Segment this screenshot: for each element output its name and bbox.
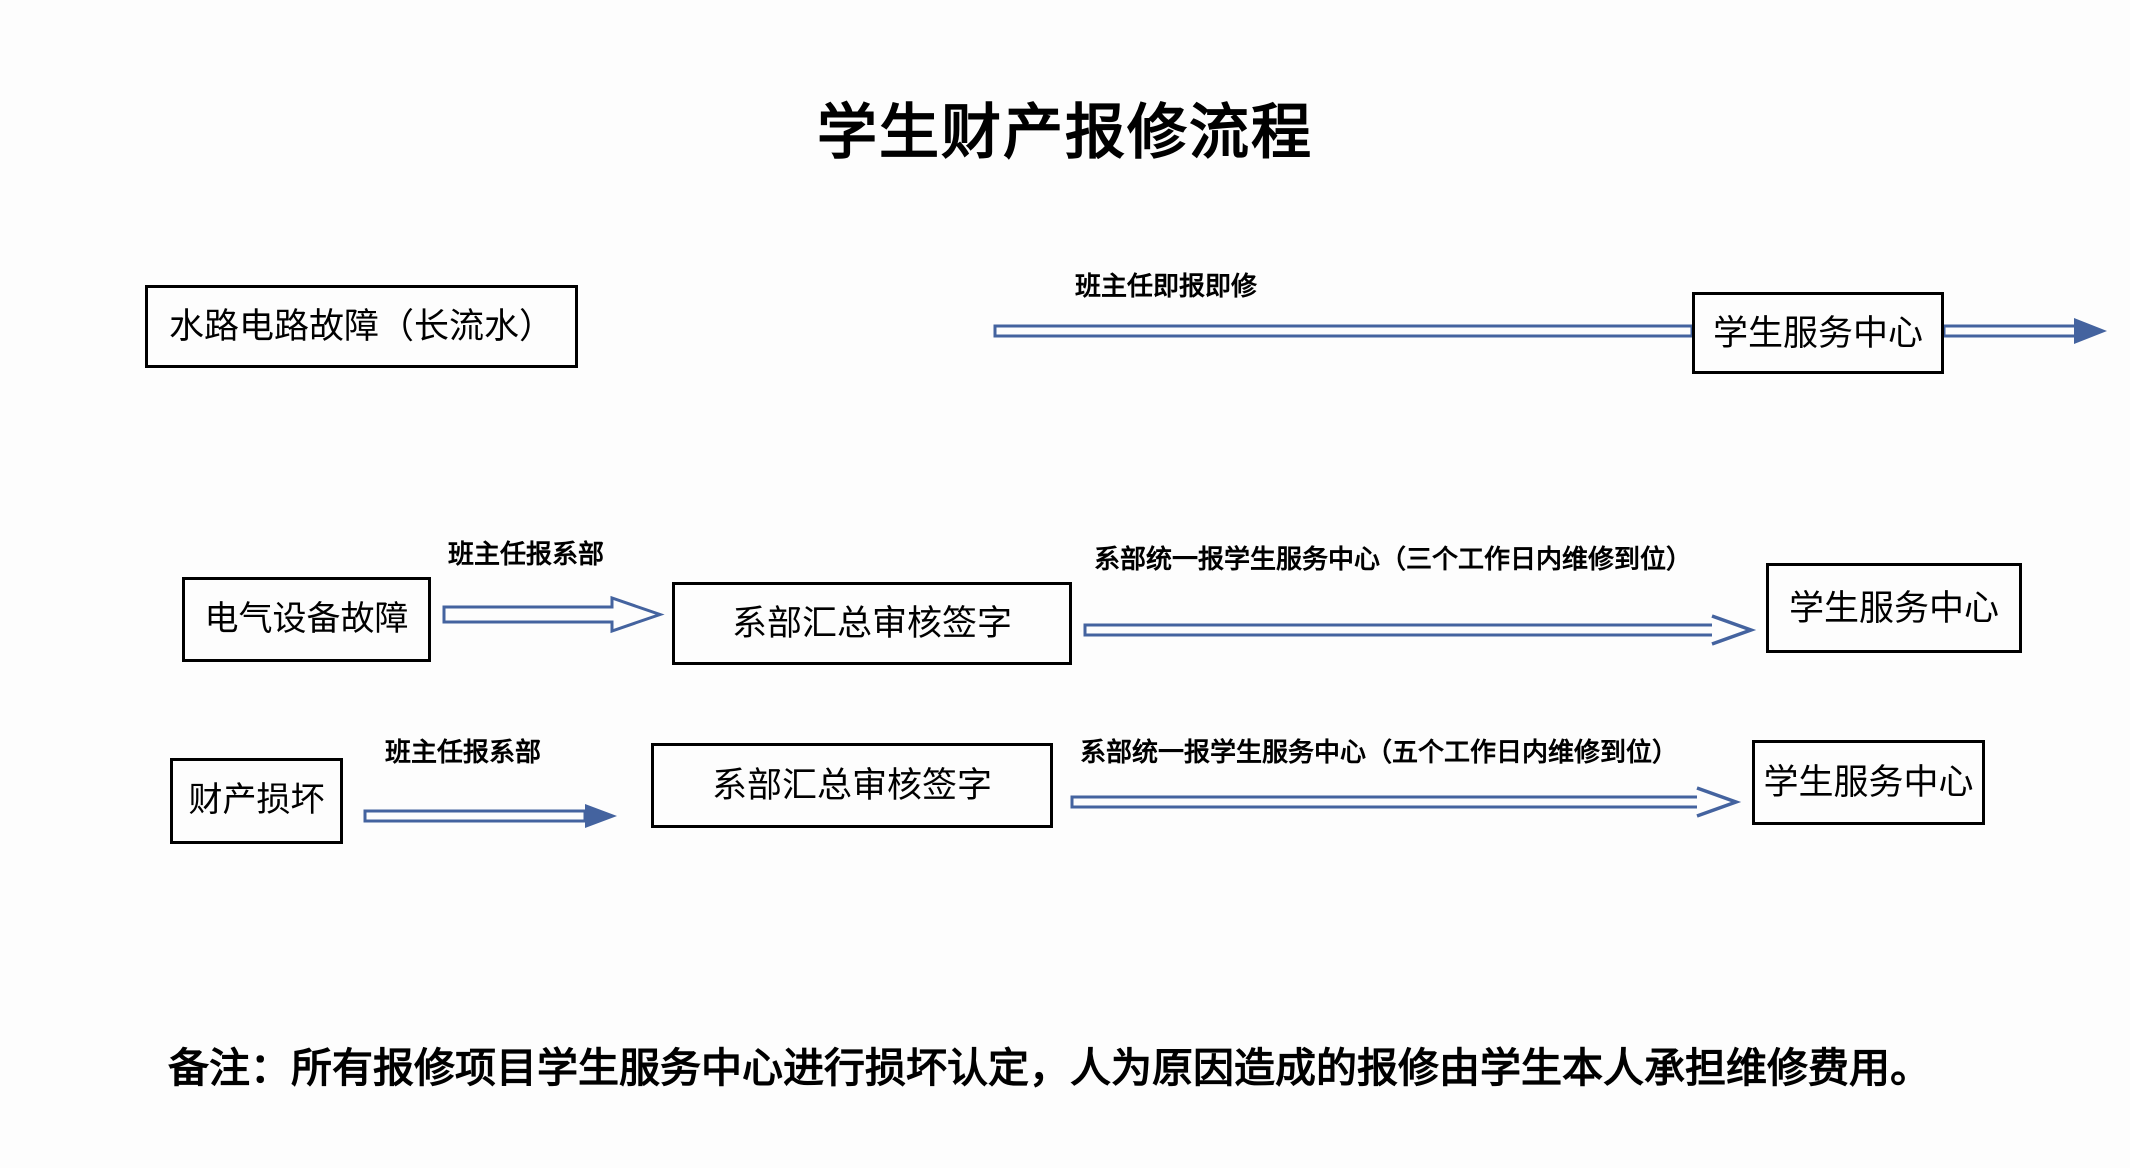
box-student-service-center-row1: 学生服务中心 — [1692, 292, 1944, 374]
page-title: 学生财产报修流程 — [817, 99, 1313, 166]
solid-arrowhead-icon — [2074, 318, 2107, 344]
box-student-service-center-row2: 学生服务中心 — [1766, 563, 2022, 653]
box-property-damage: 财产损坏 — [170, 758, 343, 844]
row2-arrow2-label: 系部统一报学生服务中心（三个工作日内维修到位） — [1094, 545, 1693, 574]
open-arrowhead-icon — [1696, 786, 1742, 818]
footer-note: 备注：所有报修项目学生服务中心进行损坏认定，人为原因造成的报修由学生本人承担维修… — [168, 1045, 1931, 1091]
row3-arrow1-label: 班主任报系部 — [385, 738, 542, 767]
row3-arrow-left — [363, 804, 617, 828]
box-electrical-equipment-fault: 电气设备故障 — [182, 577, 431, 662]
solid-arrowhead-icon — [585, 804, 617, 828]
row3-arrow2-label: 系部统一报学生服务中心（五个工作日内维修到位） — [1080, 738, 1679, 767]
open-arrowhead-icon — [1711, 614, 1757, 646]
box-student-service-center-row3: 学生服务中心 — [1752, 740, 1985, 825]
row2-arrow1-label: 班主任报系部 — [448, 540, 605, 569]
box-dept-review-sign-row2: 系部汇总审核签字 — [672, 582, 1072, 665]
row1-arrow-left — [993, 324, 1694, 338]
block-arrow-icon — [442, 595, 665, 634]
row2-arrow-right — [1083, 614, 1757, 646]
row1-arrow-label: 班主任即报即修 — [1075, 272, 1258, 301]
box-dept-review-sign-row3: 系部汇总审核签字 — [651, 743, 1053, 828]
row3-arrow-right — [1070, 786, 1742, 818]
box-water-electric-fault: 水路电路故障（长流水） — [145, 285, 578, 368]
row1-arrow-right — [1942, 318, 2107, 344]
row2-arrow-left — [442, 595, 665, 634]
